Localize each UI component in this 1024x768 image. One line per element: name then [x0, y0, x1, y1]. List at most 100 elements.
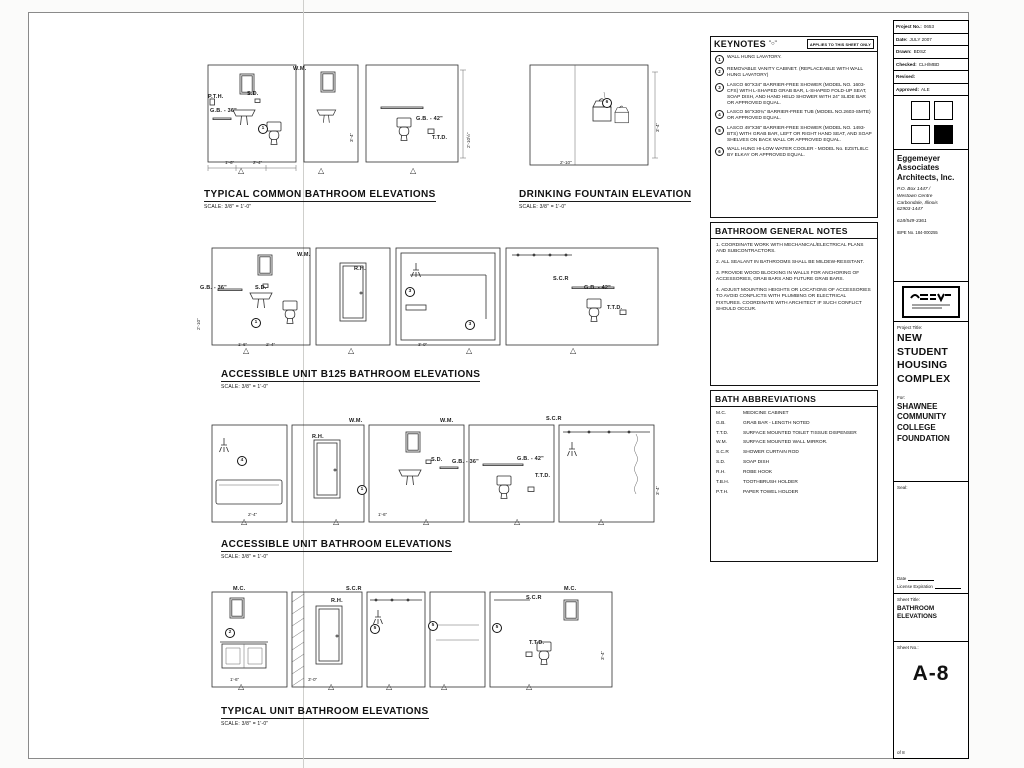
section-scale: SCALE: 3/8" = 1'-0"	[221, 383, 269, 390]
certification-logo-mark	[910, 293, 951, 308]
abbreviation-row: P.T.H. PAPER TOWEL HOLDER	[716, 490, 872, 496]
firm-license: IBPE No. 184-000255	[897, 230, 938, 236]
seal-license-line	[934, 588, 961, 589]
seal-license-row: License Expiration	[897, 584, 965, 589]
seal-date-label: Date	[897, 576, 907, 581]
date-row: Date: JULY 2007	[894, 34, 968, 46]
seal-section: Seal: Date License Expiration	[894, 482, 968, 594]
general-note: 4. ADJUST MOUNTING HEIGHTS OR LOCATIONS …	[716, 288, 871, 313]
keynotes-box: KEYNOTES "○" APPLIES TO THIS SHEET ONLY …	[710, 36, 878, 218]
abbreviation-text: GRAB BAR - LENGTH NOTED	[743, 420, 810, 426]
abbreviation-row: S.C.R SHOWER CURTAIN ROD	[716, 450, 872, 456]
general-notes-title: BATHROOM GENERAL NOTES	[711, 223, 877, 239]
drawing-accessible-unit-elevations	[211, 424, 655, 523]
abbreviation-text: TOOTHBRUSH HOLDER	[743, 479, 798, 485]
abbreviation-key: T.T.D.	[716, 430, 729, 436]
seal-date-row: Date	[897, 576, 965, 581]
section-typical-unit: TYPICAL UNIT BATHROOM ELEVATIONS SCALE: …	[221, 701, 429, 727]
logo-square	[910, 101, 930, 120]
drawn-value: BDSZ	[913, 49, 926, 55]
general-note: 3. PROVIDE WOOD BLOCKING IN WALLS FOR AN…	[716, 270, 860, 283]
abbreviation-key: R.H.	[716, 469, 726, 475]
keynote-number: 2	[715, 67, 724, 77]
certification-logo	[894, 282, 968, 322]
abbreviation-row: T.T.D. SURFACE MOUNTED TOILET TISSUE DIS…	[716, 431, 872, 437]
project-title-label: Project Title:	[897, 325, 923, 330]
checked-value: CLH/MBD	[918, 61, 940, 67]
section-title: ACCESSIBLE UNIT BATHROOM ELEVATIONS	[221, 539, 452, 552]
keynote-text: WALL HUNG HI-LOW WATER COOLER - MODEL No…	[727, 147, 869, 159]
keynote-number: 4	[715, 110, 724, 120]
keynote-number: 5	[715, 125, 724, 135]
approved-row: Approved: ALE	[894, 84, 968, 96]
keynote-item: 2 REMOVABLE VANITY CABINET. (REPLACEABLE…	[715, 67, 873, 79]
keynotes-scope-tag: APPLIES TO THIS SHEET ONLY	[806, 39, 874, 49]
certification-logo-box	[902, 285, 960, 318]
sheet-title-section: Sheet Title: BATHROOM ELEVATIONS	[894, 594, 968, 642]
firm-name: Eggemeyer Associates Architects, Inc.	[897, 154, 955, 182]
drawn-row: Drawn: BDSZ	[894, 46, 968, 59]
abbreviation-key: G.B.	[716, 420, 726, 426]
abbreviation-row: M.C. MEDICINE CABINET	[716, 411, 872, 417]
firm-info: Eggemeyer Associates Architects, Inc. P.…	[894, 150, 968, 282]
address-line: P.O. Box 1447 /	[897, 187, 931, 193]
seal-date-line	[908, 580, 935, 581]
address-line: 62903-1447	[897, 207, 923, 213]
keynote-number: 3	[715, 82, 724, 92]
project-title: NEW STUDENT HOUSING COMPLEX	[897, 332, 951, 385]
firm-phone: 618/549-3361	[897, 219, 927, 225]
sheet-count: of 8	[897, 750, 905, 755]
keynote-item: 4 LASCO 56"X30¾" BARRIER-FREE TUB (MODEL…	[715, 110, 873, 122]
section-accessible-unit: ACCESSIBLE UNIT BATHROOM ELEVATIONS SCAL…	[221, 534, 452, 560]
abbreviation-text: SHOWER CURTAIN ROD	[743, 450, 799, 456]
section-scale: SCALE: 3/8" = 1'-0"	[204, 203, 252, 210]
section-title: TYPICAL UNIT BATHROOM ELEVATIONS	[221, 706, 429, 719]
abbreviation-row: G.B. GRAB BAR - LENGTH NOTED	[716, 421, 872, 427]
section-title: TYPICAL COMMON BATHROOM ELEVATIONS	[204, 189, 436, 202]
abbreviation-key: W.M.	[716, 440, 727, 446]
keynote-number: 1	[715, 55, 724, 64]
abbreviation-key: S.C.R	[716, 450, 729, 456]
sheet-number-label: Sheet No.:	[897, 645, 919, 650]
abbreviation-key: M.C.	[716, 411, 727, 416]
abbreviation-text: ROBE HOOK	[743, 469, 773, 475]
project-number-value: 0653	[923, 24, 935, 30]
revised-label: Revised:	[896, 74, 916, 80]
keynote-circle-symbol: "○"	[768, 41, 777, 47]
abbreviation-row: T.B.H. TOOTHBRUSH HOLDER	[716, 480, 872, 486]
date-label: Date:	[896, 36, 908, 42]
logo-square	[933, 101, 953, 120]
abbreviation-text: PAPER TOWEL HOLDER	[743, 489, 799, 495]
section-scale: SCALE: 3/8" = 1'-0"	[519, 203, 567, 210]
seal-label: Seal:	[897, 485, 908, 490]
firm-logo-squares	[894, 96, 968, 150]
abbreviation-text: SOAP DISH	[743, 460, 770, 466]
keynotes-header: KEYNOTES "○" APPLIES TO THIS SHEET ONLY	[711, 37, 877, 52]
section-accessible-b125: ACCESSIBLE UNIT B125 BATHROOM ELEVATIONS…	[221, 364, 481, 390]
abbreviations-box: BATH ABBREVIATIONS M.C. MEDICINE CABINET…	[710, 390, 878, 562]
abbreviation-text: SURFACE MOUNTED WALL MIRROR.	[743, 440, 828, 446]
abbreviation-key: P.T.H.	[716, 489, 729, 495]
address-line: Westown Centre	[897, 194, 933, 200]
section-scale: SCALE: 3/8" = 1'-0"	[221, 553, 269, 560]
keynote-text: REMOVABLE VANITY CABINET. (REPLACEABLE W…	[727, 67, 863, 79]
firm-address: P.O. Box 1447 / Westown Centre Carbondal…	[897, 187, 965, 214]
project-number-label: Project No.:	[896, 24, 922, 30]
drawn-label: Drawn:	[896, 49, 912, 55]
drawing-typical-common-elevations	[207, 64, 466, 171]
approved-value: ALE	[920, 86, 930, 92]
drawing-drinking-fountain-elevation	[529, 64, 658, 166]
approved-label: Approved:	[896, 86, 919, 92]
abbreviation-key: T.B.H.	[716, 479, 730, 485]
keynote-item: 1 WALL HUNG LAVATORY.	[715, 55, 873, 64]
title-block: Project No.: 0653 Date: JULY 2007 Drawn:…	[893, 20, 969, 759]
address-line: Carbondale, Illinois	[897, 200, 938, 206]
revised-row: Revised:	[894, 71, 968, 84]
abbreviation-row: W.M. SURFACE MOUNTED WALL MIRROR.	[716, 440, 872, 446]
general-note: 2. ALL SEALANT IN BATHROOMS SHALL BE MIL…	[716, 260, 865, 266]
seal-license-label: License Expiration	[897, 584, 933, 589]
client-name: SHAWNEE COMMUNITY COLLEGE FOUNDATION	[897, 401, 950, 443]
project-number-row: Project No.: 0653	[894, 21, 968, 34]
keynote-text: WALL HUNG LAVATORY.	[727, 55, 782, 60]
sheet-title: BATHROOM ELEVATIONS	[897, 605, 937, 621]
